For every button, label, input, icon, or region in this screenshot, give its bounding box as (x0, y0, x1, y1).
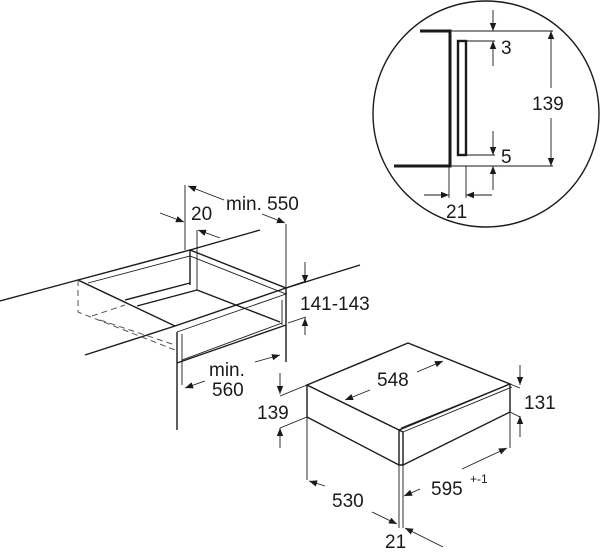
front-panel-section (456, 39, 468, 157)
appliance-front-thickness-label: 21 (385, 532, 406, 553)
appliance-drawing: 139 548 131 530 595 +-1 21 (257, 342, 556, 553)
appliance-depth-label: 530 (332, 491, 364, 512)
niche-depth-label: min. 550 (226, 194, 299, 215)
cabinet-bracket (394, 29, 452, 168)
niche-width-label: 560 (212, 380, 244, 401)
detail-depth-label: 21 (446, 202, 467, 223)
appliance-top-depth-label: 548 (377, 370, 409, 391)
niche-drawing: min. 550 20 141-143 min. 560 (0, 185, 370, 430)
niche-height-label: 141-143 (300, 294, 370, 315)
detail-callout: 3 5 139 21 (372, 0, 600, 228)
detail-circle (372, 0, 600, 228)
appliance-width-tolerance: +-1 (470, 472, 488, 486)
appliance-niche-height-label: 139 (257, 403, 289, 424)
detail-bottom-gap-label: 5 (501, 147, 512, 168)
niche-offset-label: 20 (191, 204, 212, 225)
appliance-front-height-label: 131 (524, 393, 556, 414)
niche-width-prefix: min. (209, 360, 245, 381)
detail-height-label: 139 (532, 94, 564, 115)
appliance-width-label: 595 (431, 479, 463, 500)
detail-top-gap-label: 3 (501, 38, 512, 59)
